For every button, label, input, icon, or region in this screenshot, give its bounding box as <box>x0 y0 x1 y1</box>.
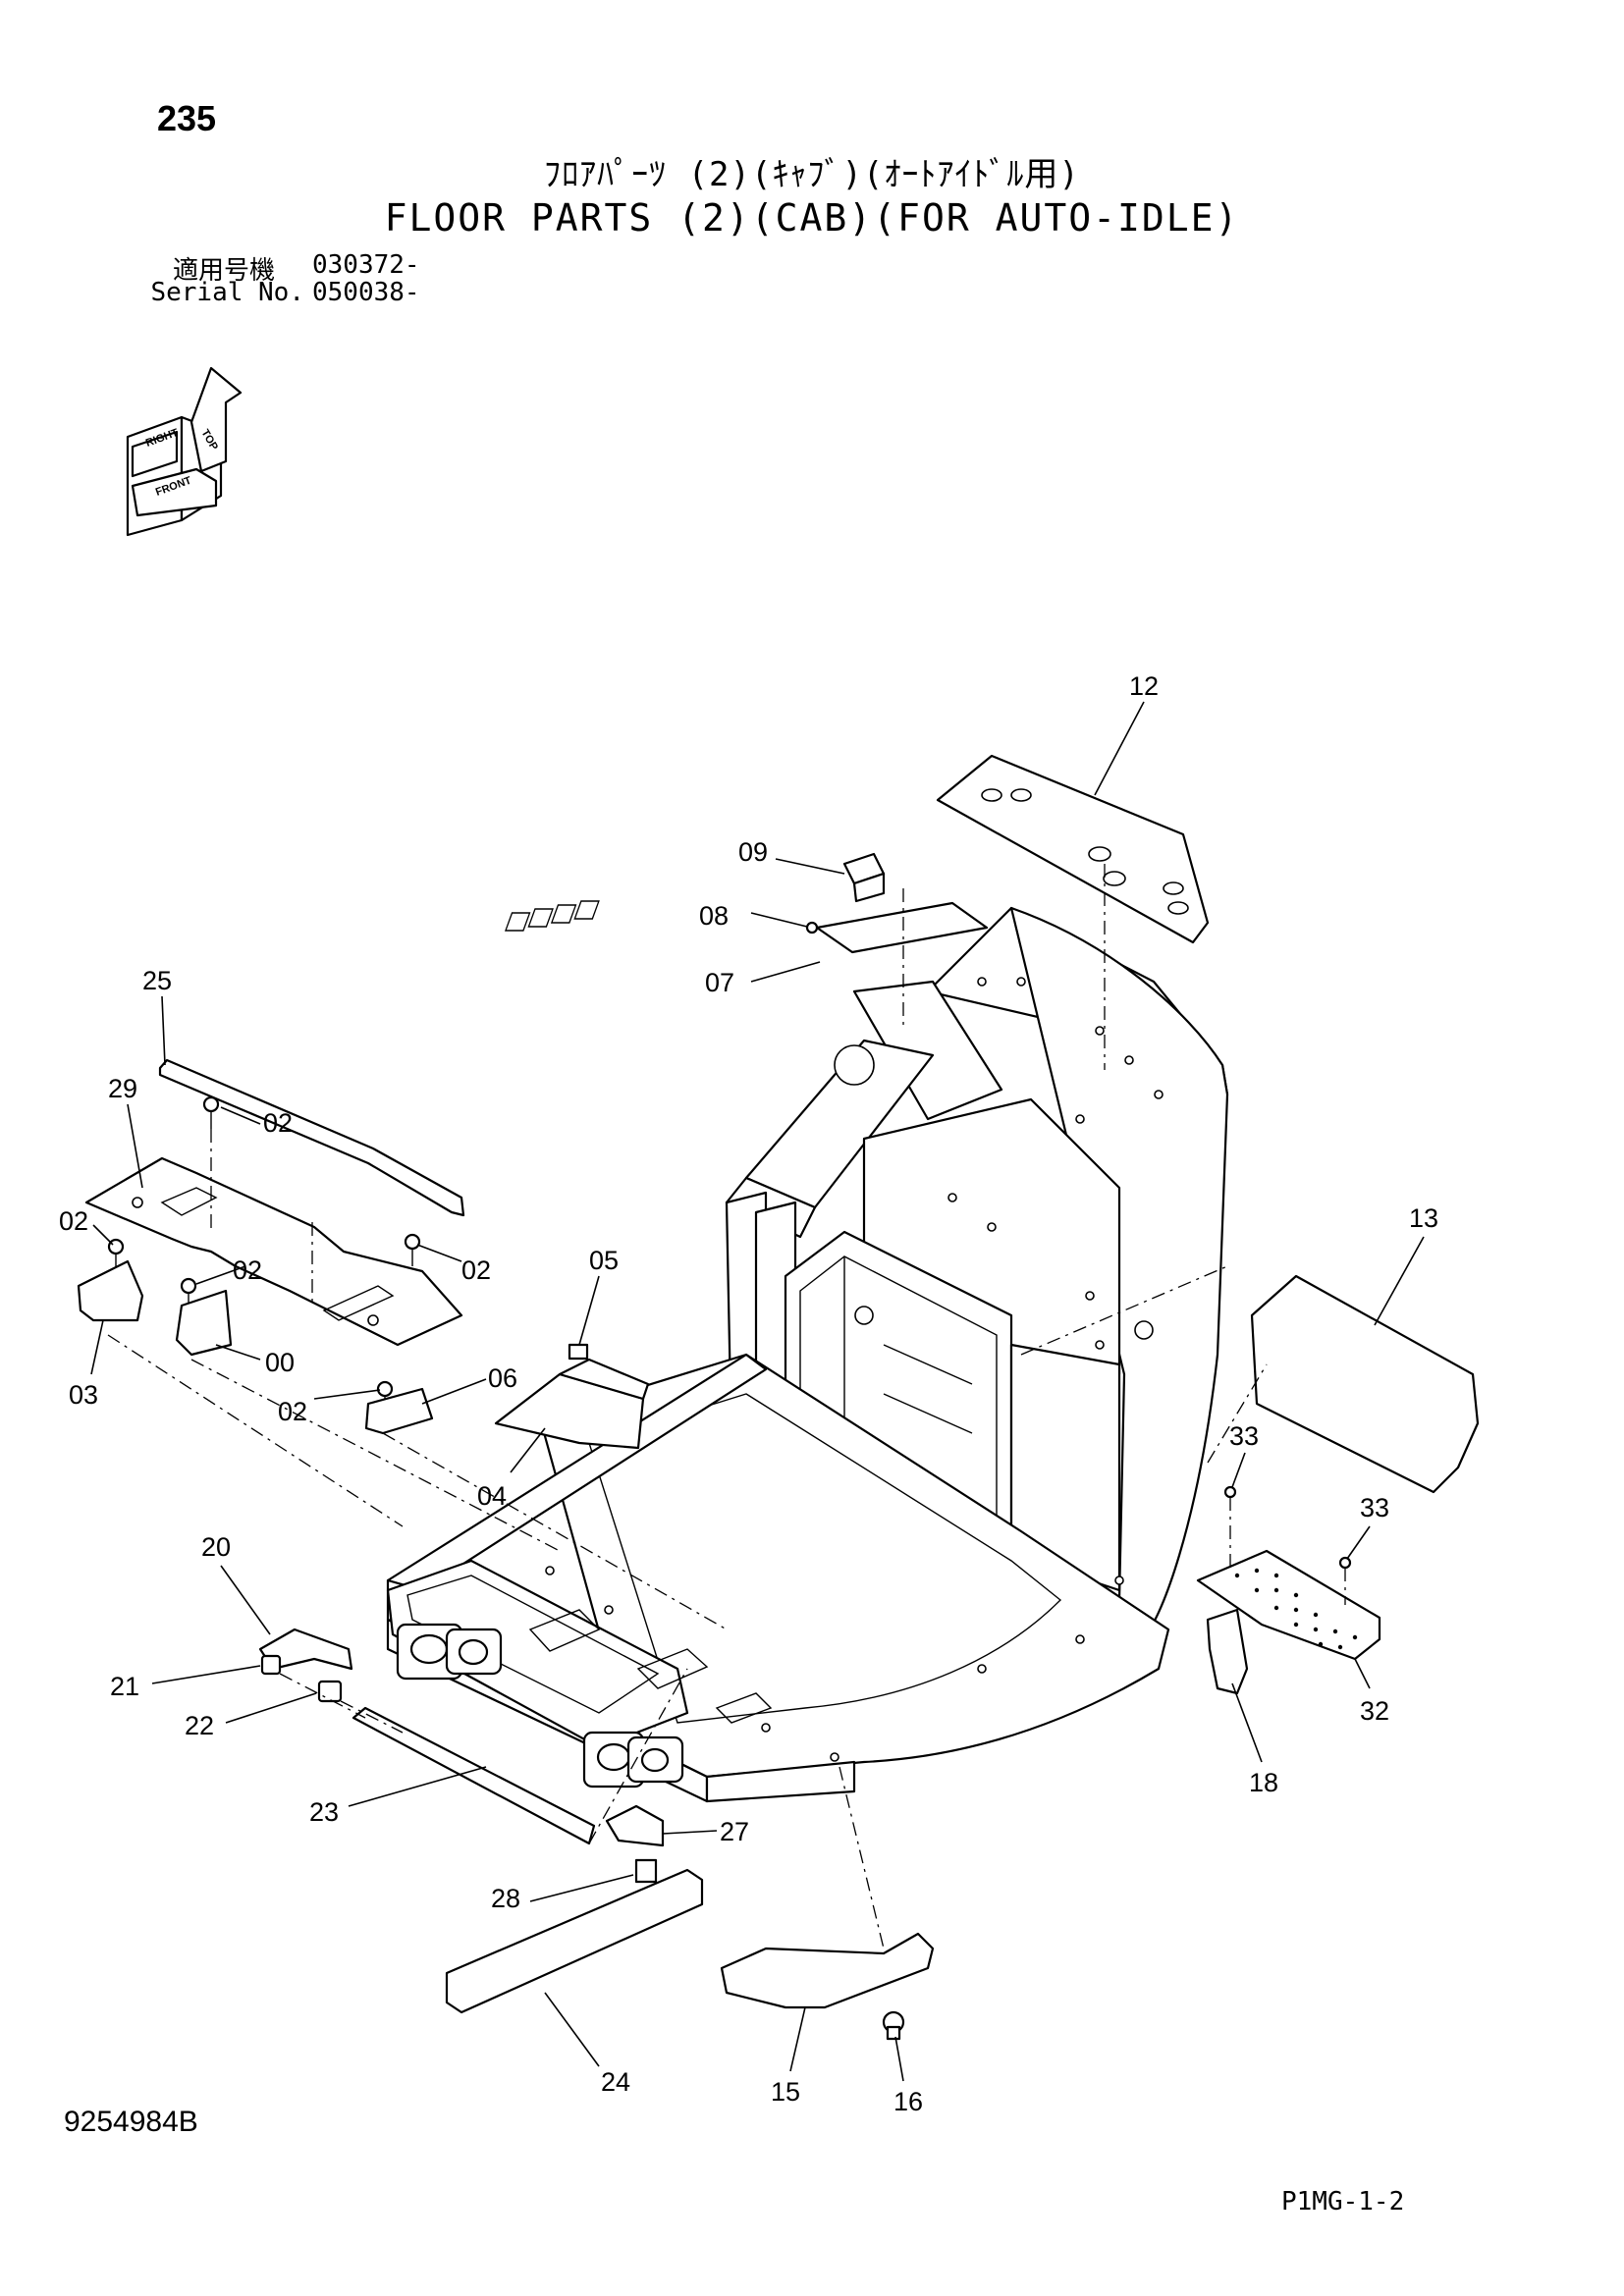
callout-02-d: 02 <box>461 1255 491 1285</box>
callout-20: 20 <box>201 1532 231 1562</box>
callout-29: 29 <box>108 1074 137 1103</box>
callout-04: 04 <box>477 1481 507 1511</box>
part-13-cover <box>1250 1274 1480 1494</box>
document-number: 9254984B <box>64 2106 198 2138</box>
callout-27: 27 <box>720 1817 749 1846</box>
callout-33-b: 33 <box>1360 1493 1389 1522</box>
part-15-16 <box>720 1932 935 2041</box>
page-number: 235 <box>157 98 217 138</box>
serial-value-english: 050038- <box>312 278 420 307</box>
callout-13: 13 <box>1409 1203 1438 1233</box>
callout-28: 28 <box>491 1884 520 1913</box>
title-english: FLOOR PARTS (2)(CAB)(FOR AUTO-IDLE) <box>384 196 1240 240</box>
bolts-and-brackets <box>77 1095 434 1435</box>
callout-12: 12 <box>1129 671 1159 701</box>
part-27-28 <box>605 1804 665 1884</box>
callout-24: 24 <box>601 2067 630 2097</box>
leader-lines <box>90 701 1425 2082</box>
title-japanese: ﾌﾛｱﾊﾟｰﾂ (2)(ｷｬﾌﾞ)(ｵｰﾄｱｲﾄﾞﾙ用) <box>544 155 1080 194</box>
part-12-cover-plate <box>936 754 1210 944</box>
callout-22: 22 <box>185 1711 214 1740</box>
part-20-21-22 <box>258 1628 353 1703</box>
callout-16: 16 <box>893 2087 923 2116</box>
part-23-seal <box>352 1706 596 1845</box>
callout-06: 06 <box>488 1363 517 1393</box>
callout-02-e: 02 <box>278 1397 307 1426</box>
callout-33-a: 33 <box>1229 1421 1259 1451</box>
callout-09: 09 <box>738 837 768 867</box>
callout-18: 18 <box>1249 1768 1278 1797</box>
callout-23: 23 <box>309 1797 339 1827</box>
part-29-panel <box>84 1156 463 1347</box>
part-18-32-33 <box>1196 1485 1381 1695</box>
callout-21: 21 <box>110 1672 139 1701</box>
callout-15: 15 <box>771 2077 800 2107</box>
callout-labels: 12 09 08 07 25 29 02 02 02 02 00 03 05 0… <box>59 671 1438 2116</box>
callout-05: 05 <box>589 1246 619 1275</box>
serial-label-japanese: 適用号機 <box>172 256 275 286</box>
callout-02-b: 02 <box>59 1206 88 1236</box>
assembly-lines <box>107 864 1346 1949</box>
callout-25: 25 <box>142 966 172 995</box>
cab-frame <box>386 906 1229 1803</box>
part-04-05-plate <box>494 1343 650 1450</box>
part-24-block <box>445 1868 704 2014</box>
orientation-indicator: TOP RIGHT FRONT <box>126 366 243 537</box>
part-07-09-switch-panel <box>505 852 989 954</box>
part-25-strip <box>158 1058 465 1217</box>
callout-00: 00 <box>265 1348 295 1377</box>
callout-08: 08 <box>699 901 729 931</box>
serial-label-english: Serial No. <box>150 278 304 307</box>
callout-02-a: 02 <box>263 1108 293 1138</box>
serial-value-japanese: 030372- <box>312 250 420 280</box>
callout-02-c: 02 <box>233 1255 262 1285</box>
callout-32: 32 <box>1360 1696 1389 1726</box>
callout-07: 07 <box>705 968 734 997</box>
callout-03: 03 <box>69 1380 98 1410</box>
reference-code: P1MG-1-2 <box>1281 2187 1405 2216</box>
